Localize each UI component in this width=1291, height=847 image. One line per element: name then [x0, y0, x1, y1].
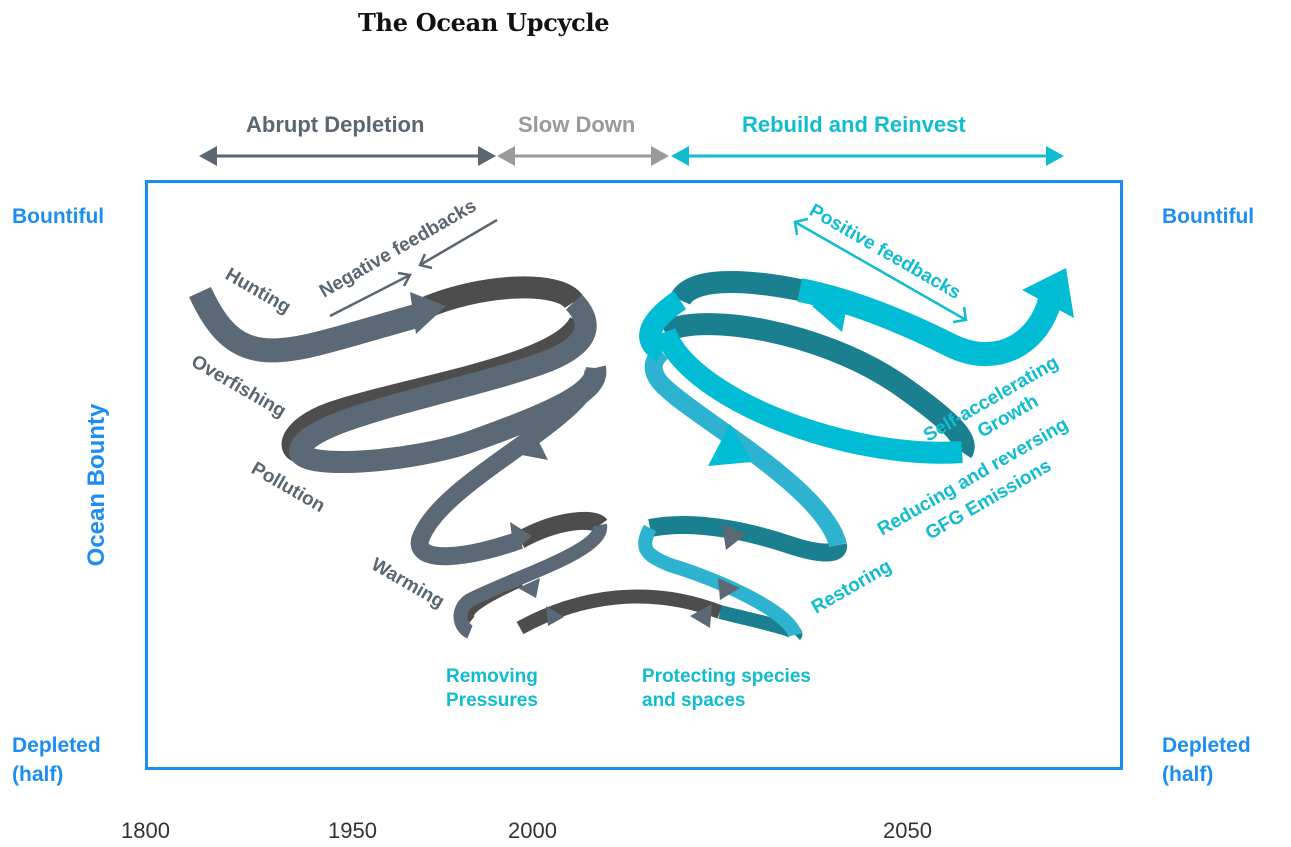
label-hunting: Hunting [222, 264, 295, 318]
depleted-label-left-line2: (half) [12, 763, 64, 786]
label-protecting-line2: and spaces [642, 690, 746, 711]
depleted-label-left: Depleted (half) [12, 731, 101, 789]
bountiful-label-left: Bountiful [12, 205, 105, 228]
label-removing-line2: Pressures [446, 690, 538, 711]
label-restoring: Restoring [808, 556, 895, 619]
bountiful-label-right: Bountiful [1162, 205, 1255, 228]
year-label-2050: 2050 [883, 818, 932, 843]
label-removing-line1: Removing [446, 666, 538, 687]
depleted-label-left-line1: Depleted [12, 734, 101, 757]
diagram-frame [145, 180, 1123, 770]
negative-feedbacks-arrows [329, 218, 498, 318]
phase-label-slow-down: Slow Down [518, 112, 636, 137]
depleted-label-right-line1: Depleted [1162, 734, 1251, 757]
phase-label-rebuild-and-reinvest: Rebuild and Reinvest [742, 112, 966, 137]
phase-arrow-rebuild-and-reinvest [671, 146, 1064, 166]
phase-label-abrupt-depletion: Abrupt Depletion [246, 112, 425, 137]
label-protecting-line1: Protecting species [642, 666, 811, 687]
depleted-label-right: Depleted (half) [1162, 731, 1251, 789]
phase-arrow-slow-down [497, 146, 669, 166]
positive-feedbacks-arrow [793, 217, 968, 324]
diagram-title: The Ocean Upcycle [358, 8, 610, 37]
year-label-1950: 1950 [328, 818, 377, 843]
year-label-2000: 2000 [508, 818, 557, 843]
phase-arrow-abrupt-depletion [199, 146, 496, 166]
depletion-spiral [189, 276, 723, 639]
depleted-label-right-line2: (half) [1162, 763, 1214, 786]
rebuild-spiral [638, 268, 1074, 642]
year-label-1800: 1800 [121, 818, 170, 843]
